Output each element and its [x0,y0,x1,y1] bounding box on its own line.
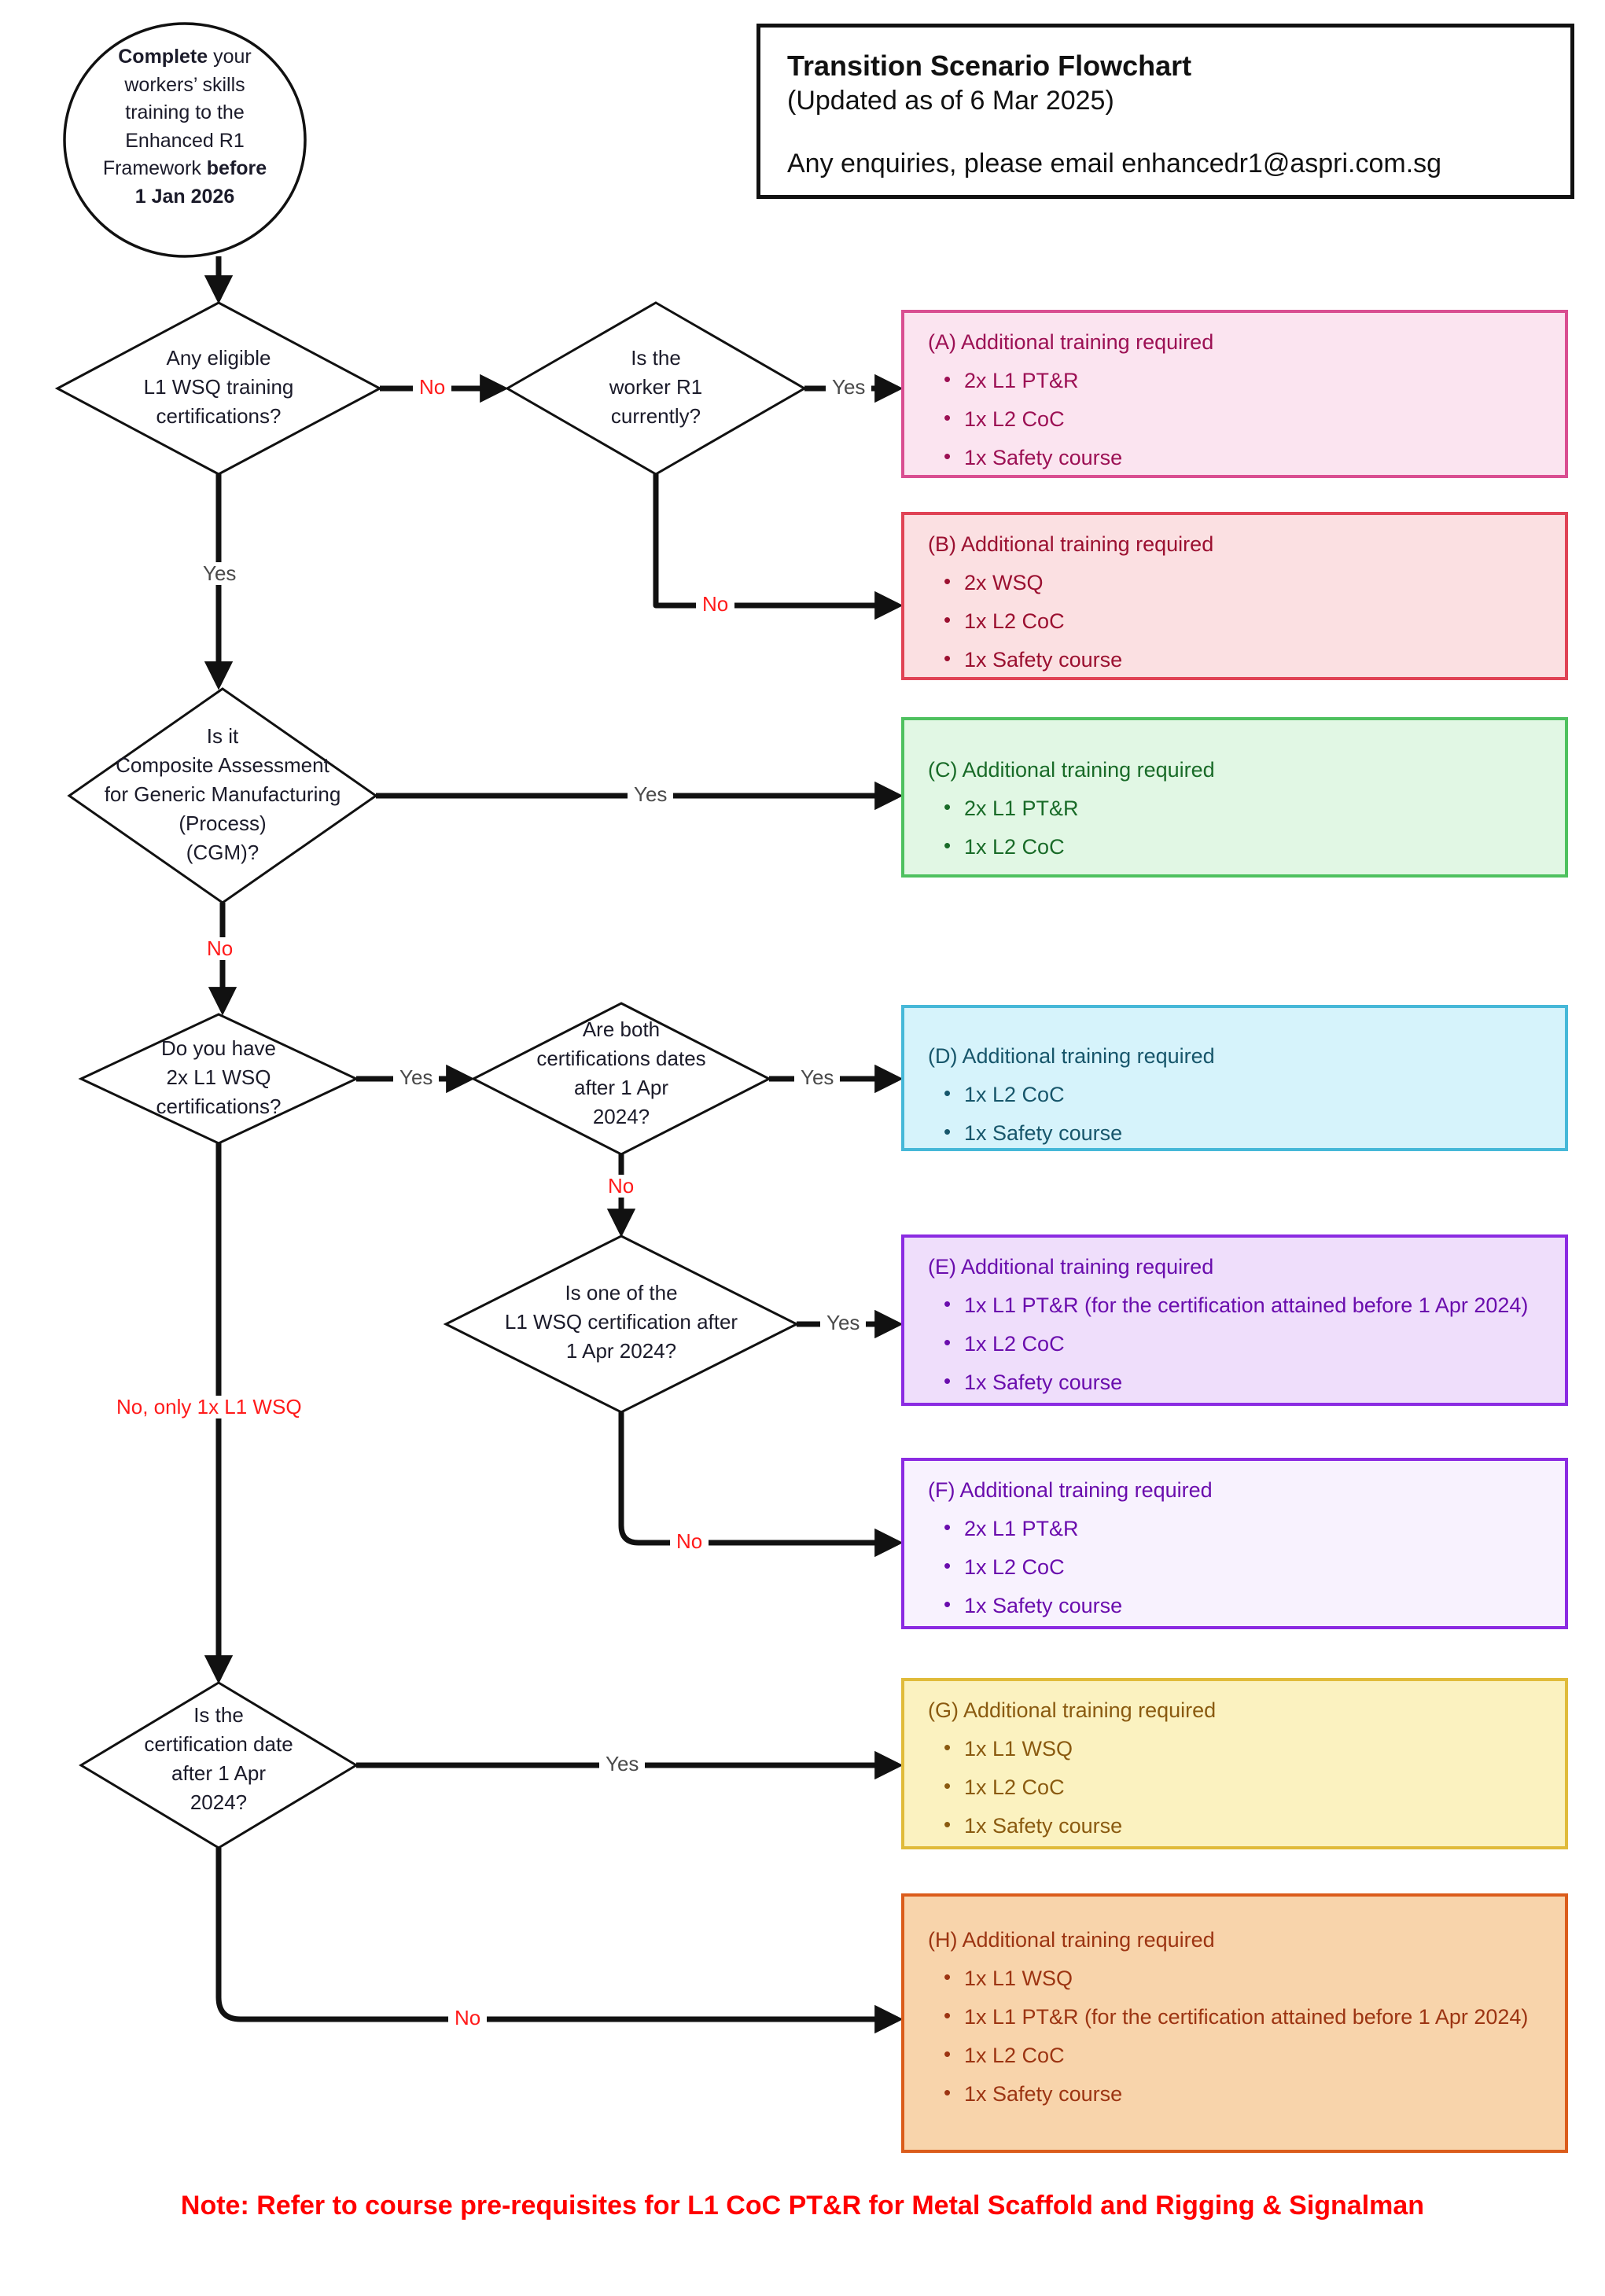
decision-d1-shape [54,301,383,476]
edge-label-d2-no: No [696,593,735,616]
edge-label-d7-no: No [448,2007,488,2029]
list-item: 1x L2 CoC [944,405,1541,433]
list-item: 1x L1 WSQ [944,1735,1541,1763]
list-item: 1x Safety course [944,2080,1541,2108]
decision-d5-shape [470,1002,772,1156]
outcome-box-g: (G) Additional training required 1x L1 W… [901,1678,1568,1849]
list-item: 1x Safety course [944,1591,1541,1620]
list-item: 1x L2 CoC [944,1773,1541,1801]
outcome-e-title: (E) Additional training required [928,1255,1214,1279]
outcome-box-d: (D) Additional training required 1x L2 C… [901,1005,1568,1151]
list-item: 1x L2 CoC [944,607,1541,635]
outcome-c-title: (C) Additional training required [928,758,1215,782]
outcome-h-title: (H) Additional training required [928,1928,1215,1952]
outcome-box-f: (F) Additional training required 2x L1 P… [901,1458,1568,1629]
edge-label-d4-yes: Yes [393,1066,440,1089]
outcome-g-title: (G) Additional training required [928,1698,1217,1722]
list-item: 1x Safety course [944,1119,1541,1147]
outcome-e-list: 1x L1 PT&R (for the certification attain… [928,1291,1541,1396]
outcome-d-title: (D) Additional training required [928,1044,1215,1068]
edge-label-d7-yes: Yes [599,1753,646,1775]
outcome-b-list: 2x WSQ 1x L2 CoC 1x Safety course [928,568,1541,674]
header-legend-box: Transition Scenario Flowchart (Updated a… [756,24,1574,199]
edge-label-d6-no: No [670,1530,709,1553]
list-item: 1x L1 PT&R (for the certification attain… [944,2003,1541,2031]
outcome-a-list: 2x L1 PT&R 1x L2 CoC 1x Safety course [928,366,1541,472]
outcome-d-list: 1x L2 CoC 1x Safety course [928,1080,1541,1147]
outcome-box-e: (E) Additional training required 1x L1 P… [901,1234,1568,1406]
list-item: 1x L1 PT&R (for the certification attain… [944,1291,1541,1319]
list-item: 1x Safety course [944,646,1541,674]
list-item: 1x Safety course [944,1812,1541,1840]
outcome-box-h: (H) Additional training required 1x L1 W… [901,1893,1568,2153]
decision-d4-shape [78,1013,359,1145]
list-item: 1x L2 CoC [944,1330,1541,1358]
outcome-g-list: 1x L1 WSQ 1x L2 CoC 1x Safety course [928,1735,1541,1840]
edge-label-d5-no: No [602,1175,641,1198]
outcome-f-list: 2x L1 PT&R 1x L2 CoC 1x Safety course [928,1514,1541,1620]
edge-label-d5-yes: Yes [794,1066,841,1089]
list-item: 2x L1 PT&R [944,366,1541,395]
list-item: 2x L1 PT&R [944,794,1541,822]
decision-d2-shape [504,301,808,476]
list-item: 1x L1 WSQ [944,1964,1541,1992]
outcome-box-c: (C) Additional training required 2x L1 P… [901,717,1568,878]
edge-label-d3-yes: Yes [628,783,674,806]
decision-d3-shape [67,687,378,904]
header-subtitle: (Updated as of 6 Mar 2025) [787,86,1114,116]
start-circle [63,22,307,258]
edge-label-d4-no: No, only 1x L1 WSQ [110,1396,308,1418]
header-enquiries: Any enquiries, please email enhancedr1@a… [787,148,1442,178]
header-title: Transition Scenario Flowchart [787,50,1192,82]
edge-label-d2-yes: Yes [826,376,872,399]
list-item: 1x L2 CoC [944,1553,1541,1581]
edge-label-d1-yes: Yes [197,562,243,585]
list-item: 1x Safety course [944,443,1541,472]
list-item: 1x Safety course [944,1368,1541,1396]
outcome-c-list: 2x L1 PT&R 1x L2 CoC [928,794,1541,861]
list-item: 1x L2 CoC [944,1080,1541,1109]
outcome-f-title: (F) Additional training required [928,1478,1213,1502]
outcome-a-title: (A) Additional training required [928,330,1214,354]
edge-d2-no-to-b [653,474,904,620]
decision-d7-shape [79,1681,359,1849]
outcome-b-title: (B) Additional training required [928,532,1214,556]
outcome-h-list: 1x L1 WSQ 1x L1 PT&R (for the certificat… [928,1964,1541,2108]
decision-d6-shape [443,1234,800,1414]
list-item: 1x L2 CoC [944,2041,1541,2070]
edge-d7-no-to-h [215,1848,904,2034]
edge-label-d6-yes: Yes [820,1312,867,1334]
edge-label-d1-no: No [413,376,452,399]
outcome-box-a: (A) Additional training required 2x L1 P… [901,310,1568,478]
list-item: 2x L1 PT&R [944,1514,1541,1543]
list-item: 2x WSQ [944,568,1541,597]
edge-label-d3-no: No [201,937,240,960]
list-item: 1x L2 CoC [944,833,1541,861]
outcome-box-b: (B) Additional training required 2x WSQ … [901,512,1568,680]
edge-d6-no-to-f [618,1412,904,1558]
bottom-note: Note: Refer to course pre-requisites for… [180,2191,1425,2221]
